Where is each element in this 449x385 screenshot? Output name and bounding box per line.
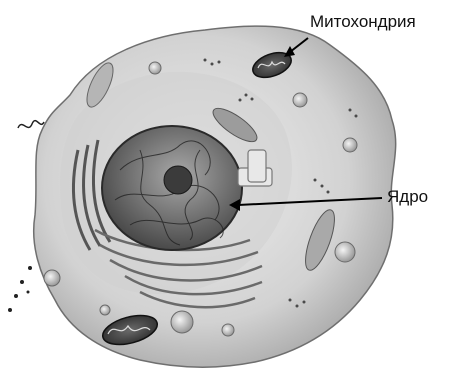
label-nucleus: Ядро [387, 188, 428, 205]
nucleolus [164, 166, 192, 194]
secreted-particles [8, 266, 32, 312]
label-mitochondria: Митохондрия [310, 13, 416, 30]
squiggle-cilium [18, 121, 44, 128]
